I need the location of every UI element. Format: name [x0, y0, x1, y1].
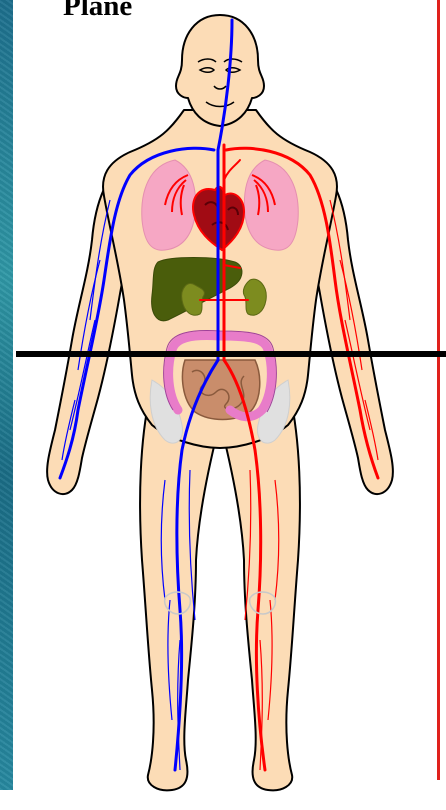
right-kidney	[243, 279, 266, 315]
plane-title: Plane	[63, 0, 132, 21]
frame-border	[437, 0, 440, 780]
transverse-plane-line	[16, 351, 446, 357]
